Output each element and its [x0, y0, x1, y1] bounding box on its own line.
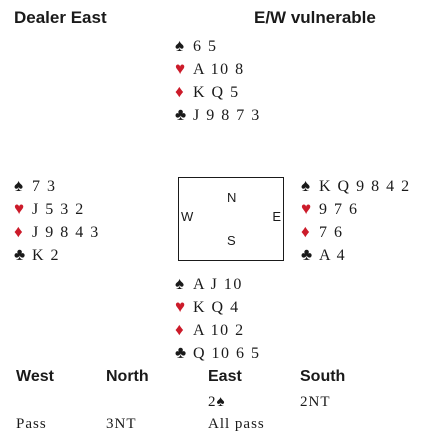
- spade-icon: ♠: [216, 394, 225, 410]
- east-hearts-row: ♥ 9 7 6: [301, 197, 411, 220]
- bid-level: 2: [208, 394, 217, 410]
- south-hearts: K Q 4: [193, 299, 240, 316]
- south-diamonds-row: ♦ A 10 2: [175, 318, 261, 341]
- west-hearts-row: ♥ J 5 3 2: [14, 197, 100, 220]
- diamond-icon: ♦: [301, 222, 310, 241]
- heart-icon: ♥: [301, 199, 312, 218]
- bid-west-pass: Pass: [16, 416, 47, 432]
- diamond-icon: ♦: [175, 320, 184, 339]
- compass-box: N W E S: [178, 177, 284, 261]
- west-diamonds: J 9 8 4 3: [32, 224, 100, 241]
- east-spades-row: ♠ K Q 9 8 4 2: [301, 174, 411, 197]
- east-clubs: A 4: [319, 247, 347, 264]
- auction-header-south: South: [300, 368, 346, 385]
- east-spades: K Q 9 8 4 2: [319, 178, 411, 195]
- bid-east-all-pass: All pass: [208, 416, 265, 432]
- spade-icon: ♠: [175, 274, 185, 293]
- compass-north: N: [227, 190, 237, 205]
- west-diamonds-row: ♦ J 9 8 4 3: [14, 220, 100, 243]
- north-hearts-row: ♥ A 10 8: [175, 57, 261, 80]
- east-hand: ♠ K Q 9 8 4 2 ♥ 9 7 6 ♦ 7 6 ♣ A 4: [301, 174, 411, 266]
- west-clubs: K 2: [32, 247, 61, 264]
- auction-header-east: East: [208, 368, 242, 385]
- north-spades-row: ♠ 6 5: [175, 34, 261, 57]
- compass-south: S: [227, 233, 236, 248]
- spade-icon: ♠: [14, 176, 24, 195]
- south-spades: A J 10: [193, 276, 243, 293]
- club-icon: ♣: [301, 245, 313, 264]
- heart-icon: ♥: [14, 199, 25, 218]
- north-clubs: J 9 8 7 3: [193, 107, 261, 124]
- south-clubs: Q 10 6 5: [193, 345, 261, 362]
- west-hearts: J 5 3 2: [32, 201, 85, 218]
- compass-west: W: [181, 209, 194, 224]
- south-spades-row: ♠ A J 10: [175, 272, 261, 295]
- north-diamonds-row: ♦ K Q 5: [175, 80, 261, 103]
- vulnerability-label: E/W vulnerable: [254, 8, 376, 27]
- bid-north-final: 3NT: [106, 416, 137, 432]
- south-clubs-row: ♣ Q 10 6 5: [175, 341, 261, 364]
- heart-icon: ♥: [175, 59, 186, 78]
- south-diamonds: A 10 2: [193, 322, 245, 339]
- club-icon: ♣: [175, 343, 187, 362]
- north-spades: 6 5: [193, 38, 218, 55]
- club-icon: ♣: [14, 245, 26, 264]
- north-hand: ♠ 6 5 ♥ A 10 8 ♦ K Q 5 ♣ J 9 8 7 3: [175, 34, 261, 126]
- bid-south-overcall: 2NT: [300, 394, 331, 410]
- bid-east-opening: 2♠: [208, 394, 224, 411]
- auction-header-west: West: [16, 368, 54, 385]
- west-hand: ♠ 7 3 ♥ J 5 3 2 ♦ J 9 8 4 3 ♣ K 2: [14, 174, 100, 266]
- north-clubs-row: ♣ J 9 8 7 3: [175, 103, 261, 126]
- south-hand: ♠ A J 10 ♥ K Q 4 ♦ A 10 2 ♣ Q 10 6 5: [175, 272, 261, 364]
- diamond-icon: ♦: [175, 82, 184, 101]
- compass-east: E: [272, 209, 281, 224]
- north-hearts: A 10 8: [193, 61, 245, 78]
- spade-icon: ♠: [301, 176, 311, 195]
- club-icon: ♣: [175, 105, 187, 124]
- spade-icon: ♠: [175, 36, 185, 55]
- east-clubs-row: ♣ A 4: [301, 243, 411, 266]
- west-clubs-row: ♣ K 2: [14, 243, 100, 266]
- west-spades: 7 3: [32, 178, 57, 195]
- west-spades-row: ♠ 7 3: [14, 174, 100, 197]
- north-diamonds: K Q 5: [193, 84, 240, 101]
- east-diamonds: 7 6: [319, 224, 344, 241]
- east-diamonds-row: ♦ 7 6: [301, 220, 411, 243]
- auction-header-north: North: [106, 368, 149, 385]
- diamond-icon: ♦: [14, 222, 23, 241]
- east-hearts: 9 7 6: [319, 201, 359, 218]
- heart-icon: ♥: [175, 297, 186, 316]
- dealer-label: Dealer East: [14, 8, 107, 27]
- south-hearts-row: ♥ K Q 4: [175, 295, 261, 318]
